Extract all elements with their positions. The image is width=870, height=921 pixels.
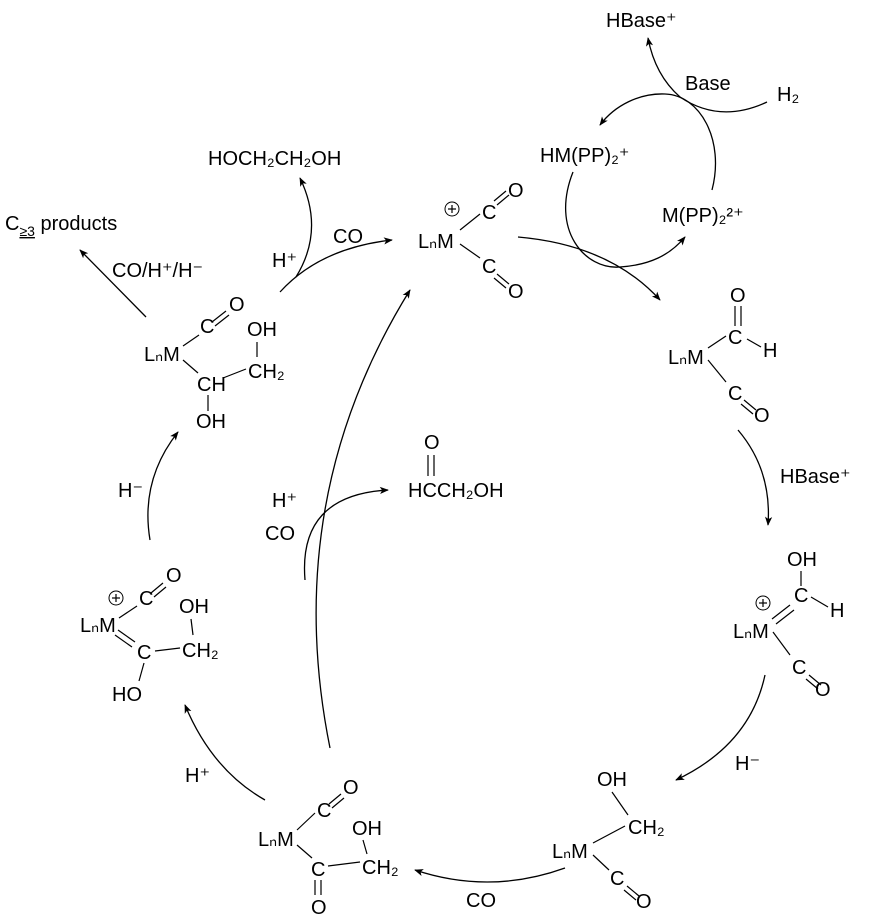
atom-label: H — [763, 340, 777, 362]
arrow-hydroxycarbene-to-hydroxymethyl — [675, 674, 766, 781]
atom-label: CH₂ — [182, 640, 219, 662]
atom-label: O — [508, 180, 524, 202]
co-reagent-top: CO — [333, 226, 363, 248]
arrow-to-c3-products — [79, 249, 147, 318]
hmpp-to-mpp-arrow — [564, 171, 686, 268]
structure-hydroxymethyl: OH CH₂ LₙM C O — [552, 769, 665, 913]
atom-label: OH — [196, 411, 226, 433]
arrow-carbene-to-diol — [147, 431, 179, 541]
atom-label: O — [311, 897, 327, 919]
atom-label: HO — [112, 684, 142, 706]
glycolaldehyde-oxygen: O — [424, 432, 440, 454]
arrow-formyl-to-hydroxycarbene — [737, 429, 773, 526]
atom-label: OH — [787, 549, 817, 571]
mpp-to-hmpp-arrow — [599, 93, 717, 191]
atom-label: LₙM — [418, 231, 454, 253]
hbase-reagent-label: HBase⁺ — [780, 466, 851, 488]
atom-label: LₙM — [733, 621, 769, 643]
atom-label: LₙM — [144, 344, 180, 366]
atom-label: CH — [197, 374, 226, 396]
atom-label: OH — [597, 769, 627, 791]
atom-label: OH — [179, 596, 209, 618]
atom-label: C — [137, 642, 151, 664]
atom-label: O — [730, 285, 746, 307]
atom-label: LₙM — [258, 829, 294, 851]
positive-charge-icon — [755, 595, 771, 611]
atom-label: O — [166, 565, 182, 587]
structure-carbene-c2: LₙM C O OH CH₂ C HO — [80, 565, 219, 706]
co-reagent-mid: CO — [265, 523, 295, 545]
structure-formyl: O C H LₙM C O — [668, 285, 777, 427]
proton-reagent-bottom-left: H⁺ — [185, 765, 210, 787]
atom-label: O — [754, 405, 770, 427]
positive-charge-icon — [108, 590, 124, 606]
atom-label: O — [636, 891, 652, 913]
arrow-diol-to-dicarbonyl — [279, 237, 393, 293]
atom-label: C — [792, 657, 806, 679]
atom-label: O — [508, 281, 524, 303]
atom-label: H — [830, 600, 844, 622]
atom-label: C — [610, 868, 624, 890]
atom-label: OH — [247, 319, 277, 341]
atom-label: C — [482, 256, 496, 278]
atom-label: LₙM — [552, 841, 588, 863]
atom-label: C — [317, 800, 331, 822]
atom-label: C — [794, 585, 808, 607]
base-label: Base — [685, 73, 731, 95]
hmpp-label: HM(PP)₂⁺ — [540, 145, 629, 167]
atom-label: O — [229, 294, 245, 316]
atom-label: C — [139, 588, 153, 610]
atom-label: CH₂ — [248, 361, 285, 383]
h2-label: H₂ — [777, 84, 799, 106]
structure-hydroxycarbene: OH C H LₙM C O — [733, 549, 844, 701]
atom-label: C — [728, 383, 742, 405]
arrow-acyl-to-dicarbonyl — [315, 289, 411, 749]
proton-reagent-top: H⁺ — [272, 250, 297, 272]
atom-label: C — [482, 202, 496, 224]
hydride-reagent-right: H⁻ — [735, 753, 760, 775]
atom-label: C — [728, 327, 742, 349]
structure-dicarbonyl: LₙM C O C O — [418, 180, 524, 303]
co-h-h-reagent-label: CO/H⁺/H⁻ — [112, 260, 203, 282]
atom-label: C — [200, 316, 214, 338]
c3-products-label: C≥3 products — [5, 213, 117, 239]
positive-charge-icon — [444, 201, 460, 217]
hbase-product-label: HBase⁺ — [606, 10, 677, 32]
structure-acyl: LₙM C O OH CH₂ C O — [258, 777, 399, 919]
atom-label: CH₂ — [362, 857, 399, 879]
co-reagent-bottom: CO — [466, 890, 496, 912]
mpp-label: M(PP)₂²⁺ — [662, 205, 744, 227]
atom-label: O — [815, 679, 831, 701]
atom-label: O — [343, 777, 359, 799]
arrow-to-glycolaldehyde — [303, 486, 389, 581]
atom-label: LₙM — [668, 347, 704, 369]
atom-label: LₙM — [80, 615, 116, 637]
arrow-hydroxymethyl-to-acyl — [414, 867, 566, 883]
arrow-acyl-to-carbene — [184, 704, 266, 801]
glycolaldehyde-label: HCCH₂OH — [408, 480, 504, 502]
arrow-to-ethylene-glycol — [295, 177, 313, 278]
atom-label: C — [311, 859, 325, 881]
arrow-dicarbonyl-to-formyl — [517, 236, 661, 301]
proton-reagent-mid: H⁺ — [272, 490, 297, 512]
structure-diol-alkyl: LₙM C O OH CH₂ CH OH — [144, 294, 285, 433]
hydride-reagent-left: H⁻ — [118, 480, 143, 502]
atom-label: CH₂ — [628, 817, 665, 839]
ethylene-glycol-label: HOCH₂CH₂OH — [208, 148, 341, 170]
atom-label: OH — [352, 818, 382, 840]
